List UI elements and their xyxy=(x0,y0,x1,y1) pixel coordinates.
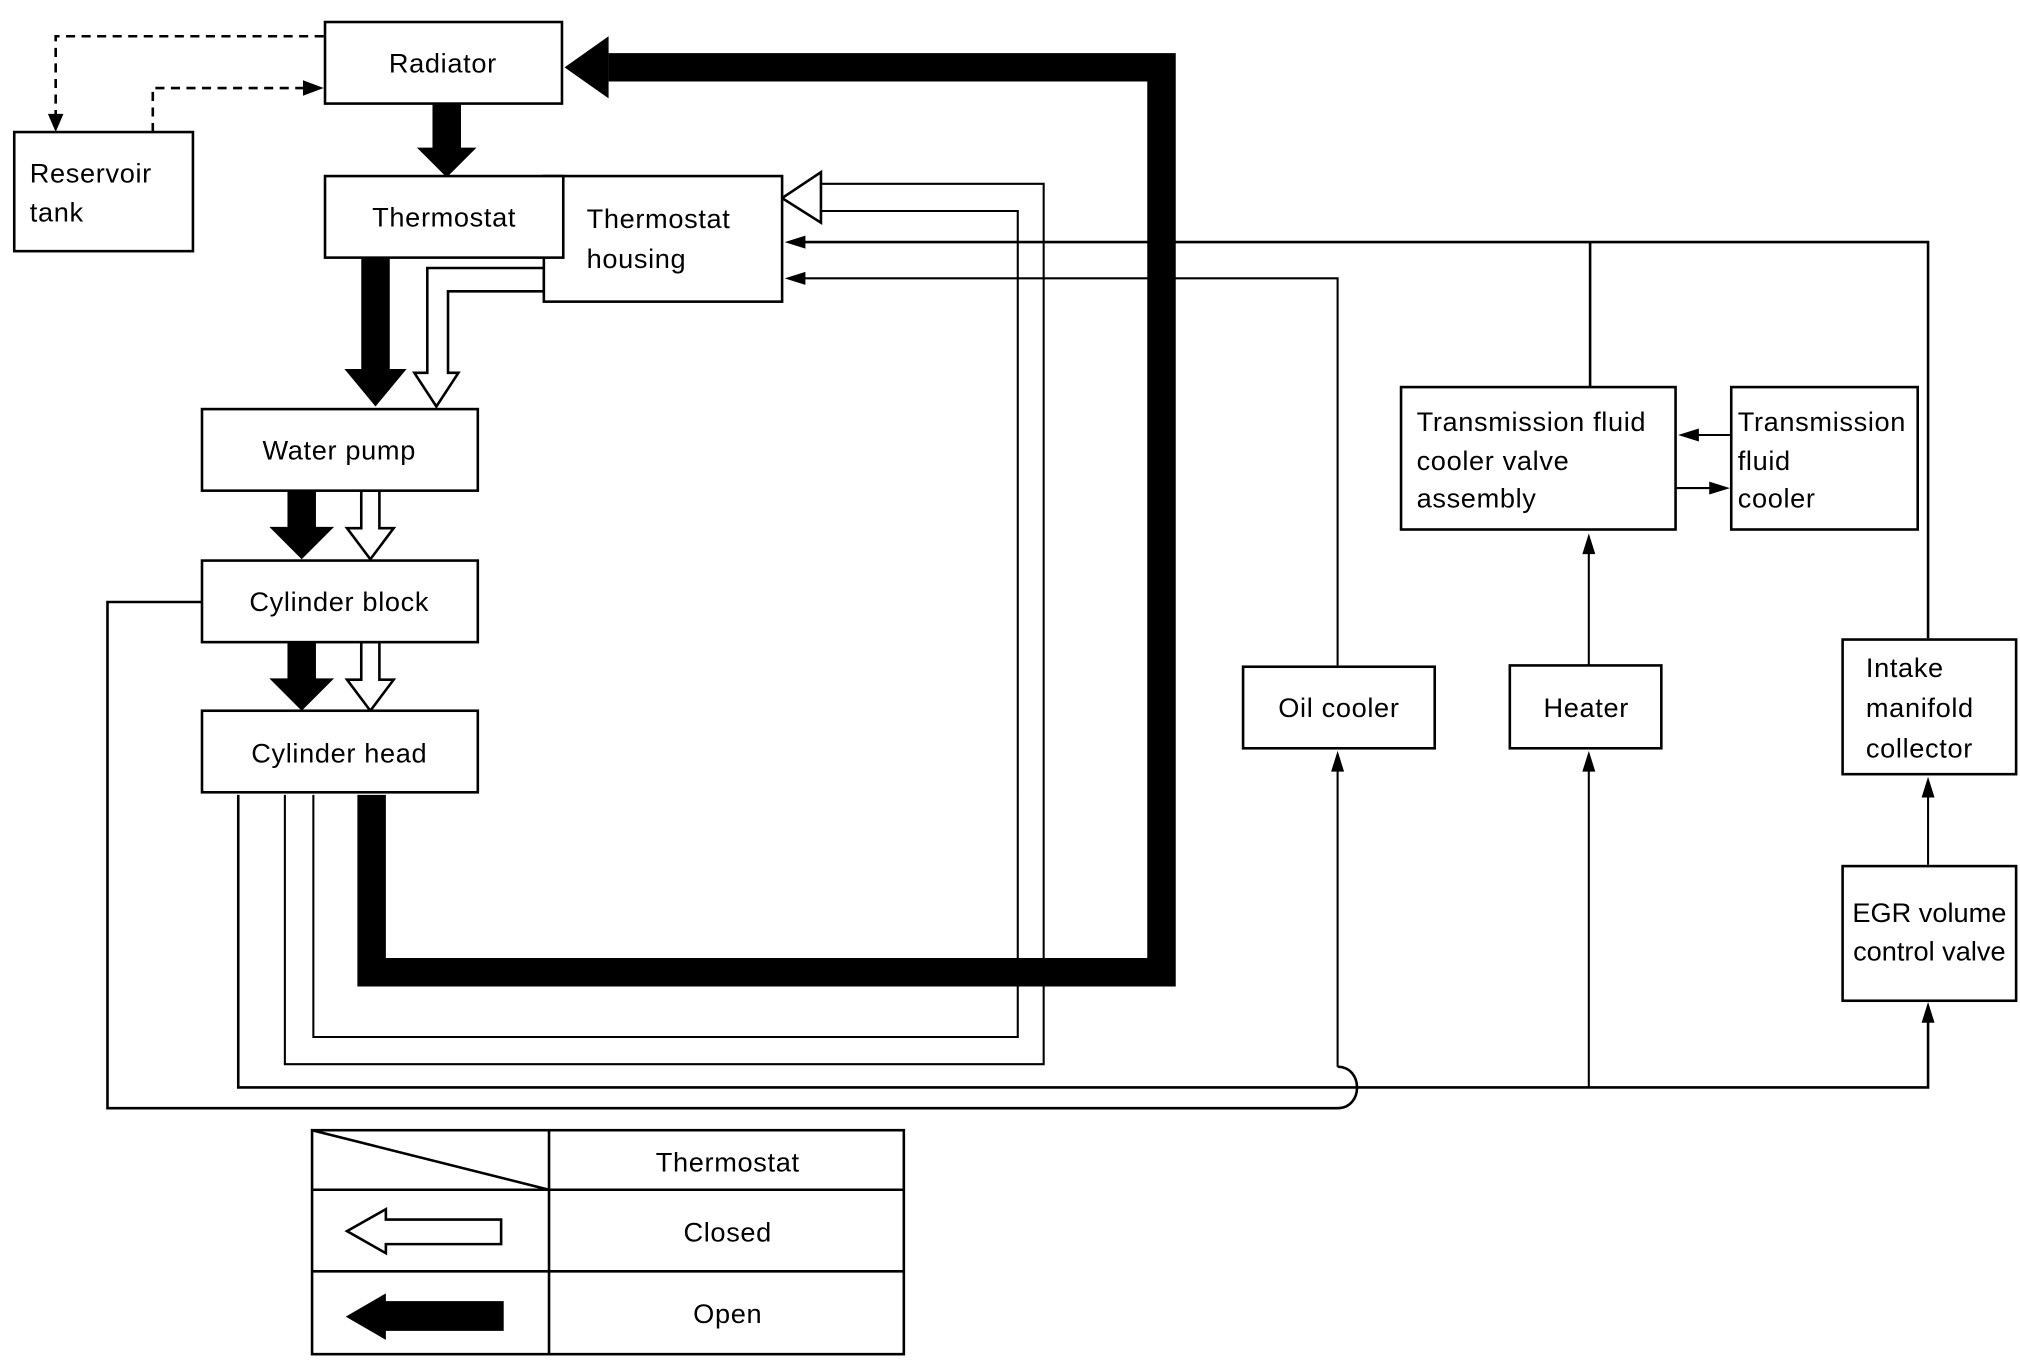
reservoir-label-line2: tank xyxy=(30,196,84,227)
radiator-label: Radiator xyxy=(389,48,497,79)
heater-label: Heater xyxy=(1543,692,1628,723)
intake-manifold-box: Intake manifold collector xyxy=(1841,638,2018,776)
reservoir-overflow-lines xyxy=(47,34,324,133)
legend-diagonal xyxy=(311,1128,550,1192)
thermostat-label: Thermostat xyxy=(372,202,516,233)
water-pump-box: Water pump xyxy=(200,407,480,492)
housing-return-lines xyxy=(784,235,1930,666)
legend-table: Thermostat Closed Open xyxy=(310,1128,906,1356)
legend-header: Thermostat xyxy=(656,1147,800,1178)
egr-valve-box: EGR volume control valve xyxy=(1841,864,2018,1003)
pump-to-block-arrows xyxy=(269,489,397,562)
valve-label-line3: assembly xyxy=(1417,482,1537,513)
oil-cooler-label: Oil cooler xyxy=(1278,692,1399,723)
block-bypass-line xyxy=(106,600,1359,1110)
block-to-head-arrows xyxy=(269,640,397,713)
reservoir-tank-box: Reservoir tank xyxy=(12,130,195,253)
oil-cooler-box: Oil cooler xyxy=(1241,665,1437,750)
housing-label-line2: housing xyxy=(587,243,687,274)
housing-label-line1: Thermostat xyxy=(587,203,731,234)
cooler-label-line2: fluid xyxy=(1738,445,1791,476)
cylinder-head-label: Cylinder head xyxy=(251,738,427,769)
intake-label-line3: collector xyxy=(1866,732,1973,763)
egr-to-intake-arrow xyxy=(1921,776,1935,865)
thermostat-housing-box: Thermostat housing xyxy=(542,174,784,303)
valve-label-line1: Transmission fluid xyxy=(1417,406,1647,437)
valve-cooler-arrows xyxy=(1676,428,1730,495)
heater-to-valve-arrow xyxy=(1582,533,1596,666)
intake-label-line1: Intake xyxy=(1866,652,1944,683)
intake-label-line2: manifold xyxy=(1866,692,1974,723)
egr-label-line1: EGR volume xyxy=(1852,897,2006,928)
cooler-label-line1: Transmission xyxy=(1738,406,1906,437)
reservoir-label-line1: Reservoir xyxy=(30,158,152,189)
cylinder-block-label: Cylinder block xyxy=(249,586,429,617)
radiator-to-thermostat-arrow xyxy=(416,103,477,178)
valve-label-line2: cooler valve xyxy=(1417,445,1570,476)
legend-open-label: Open xyxy=(693,1298,762,1329)
thermostat-box: Thermostat xyxy=(323,174,565,259)
transmission-valve-box: Transmission fluid cooler valve assembly xyxy=(1399,385,1677,531)
head-to-accessories-line xyxy=(236,750,1935,1089)
radiator-box: Radiator xyxy=(323,20,564,105)
bypass-return-hose-closed xyxy=(283,169,1045,1066)
transmission-cooler-box: Transmission fluid cooler xyxy=(1729,385,1920,531)
heater-box: Heater xyxy=(1508,664,1663,750)
solid-arrow-icon xyxy=(345,1293,504,1340)
cooler-label-line3: cooler xyxy=(1738,482,1816,513)
thermostat-to-pump-arrows xyxy=(344,257,546,409)
egr-label-line2: control valve xyxy=(1853,936,2006,967)
open-arrow-icon xyxy=(344,1206,503,1256)
legend-closed-label: Closed xyxy=(683,1217,771,1248)
main-return-hose-open xyxy=(357,36,1176,987)
water-pump-label: Water pump xyxy=(263,435,416,466)
cylinder-block-box: Cylinder block xyxy=(200,559,480,644)
cylinder-head-box: Cylinder head xyxy=(200,709,480,794)
